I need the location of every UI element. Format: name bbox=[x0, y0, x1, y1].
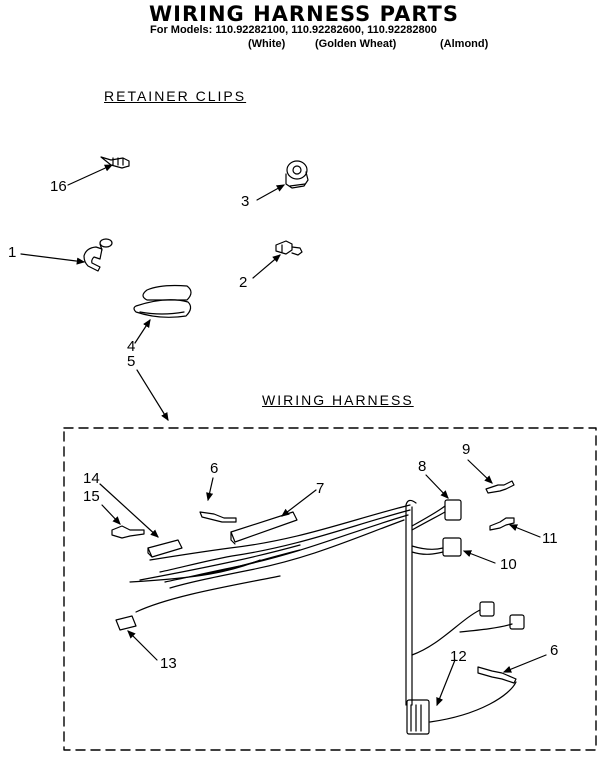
section-retainer-clips: RETAINER CLIPS bbox=[104, 88, 247, 104]
callout-6-left: 6 bbox=[210, 460, 219, 477]
page-title: WIRING HARNESS PARTS bbox=[148, 2, 459, 26]
callout-8: 8 bbox=[418, 458, 427, 475]
model-numbers: For Models: 110.92282100, 110.92282600, … bbox=[150, 24, 437, 36]
terminal-6-right bbox=[477, 666, 517, 684]
color-almond: (Almond) bbox=[440, 38, 489, 50]
terminal-15 bbox=[111, 525, 145, 539]
callout-12: 12 bbox=[450, 648, 467, 665]
callout-7: 7 bbox=[316, 480, 325, 497]
callout-9: 9 bbox=[462, 441, 471, 458]
connector-7 bbox=[230, 511, 298, 545]
callout-16: 16 bbox=[50, 178, 67, 195]
connector-14 bbox=[147, 539, 183, 558]
callout-14: 14 bbox=[83, 470, 100, 487]
callout-13: 13 bbox=[160, 655, 177, 672]
callout-3: 3 bbox=[241, 193, 250, 210]
connector-13 bbox=[115, 575, 281, 631]
callout-4: 4 bbox=[127, 338, 136, 355]
callout-15: 15 bbox=[83, 488, 100, 505]
terminal-6-left bbox=[199, 511, 237, 523]
callout-1: 1 bbox=[8, 244, 17, 261]
harness-boundary bbox=[63, 427, 597, 751]
clip-2-drawing bbox=[275, 240, 303, 256]
clip-3-drawing bbox=[285, 160, 309, 189]
clip-1-drawing bbox=[83, 238, 113, 272]
color-white: (White) bbox=[248, 38, 286, 50]
terminal-11 bbox=[489, 517, 515, 531]
harness-bundle bbox=[129, 504, 411, 589]
clip-4-drawing bbox=[133, 284, 192, 318]
trunk-connectors bbox=[411, 601, 525, 723]
harness-trunk bbox=[405, 499, 430, 735]
connector-10 bbox=[411, 537, 462, 557]
callout-6-right: 6 bbox=[550, 642, 559, 659]
callout-5: 5 bbox=[127, 353, 136, 370]
callout-2: 2 bbox=[239, 274, 248, 291]
section-wiring-harness: WIRING HARNESS bbox=[262, 392, 414, 408]
clip-16-drawing bbox=[100, 156, 130, 169]
color-golden-wheat: (Golden Wheat) bbox=[315, 38, 397, 50]
callout-11: 11 bbox=[542, 530, 558, 547]
terminal-9 bbox=[485, 480, 515, 494]
connector-8 bbox=[411, 499, 462, 531]
callout-10: 10 bbox=[500, 556, 517, 573]
